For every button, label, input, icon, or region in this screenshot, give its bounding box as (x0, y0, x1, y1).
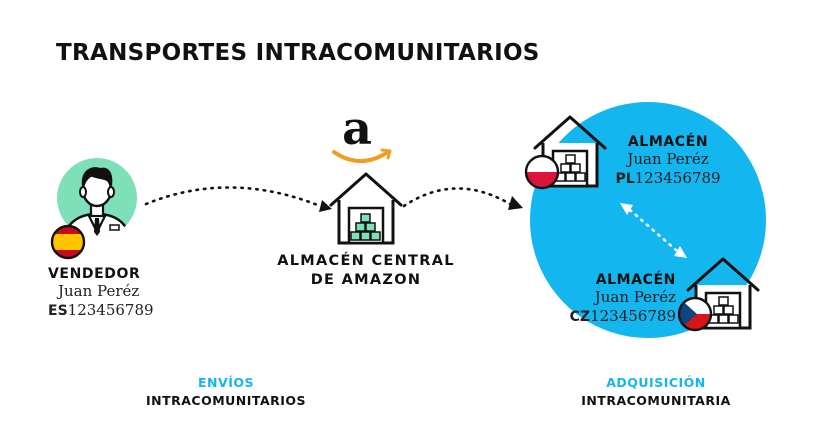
warehouse-cz-vat: CZ123456789 (560, 307, 676, 327)
footer-right-line2: INTRACOMUNITARIA (581, 393, 731, 408)
warehouse-cz-info: ALMACÉN Juan Peréz CZ123456789 (560, 272, 676, 327)
arrowhead-icon (674, 246, 687, 258)
warehouse-pl-vat-prefix: PL (615, 171, 635, 187)
warehouse-cz-role: ALMACÉN (595, 272, 676, 288)
czech-flag-icon (677, 296, 713, 332)
page-title: TRANSPORTES INTRACOMUNITARIOS (56, 40, 540, 66)
seller-vat: ES123456789 (48, 301, 158, 321)
seller-name: Juan Peréz (58, 282, 140, 300)
arrowhead-icon (319, 200, 332, 212)
svg-text:a: a (342, 101, 372, 155)
warehouse-icon (329, 172, 403, 245)
amazon-to-warehouse-arrow (402, 187, 512, 208)
seller-info: VENDEDOR Juan Peréz ES123456789 (48, 266, 158, 321)
seller-avatar-icon (57, 158, 137, 238)
footer-left-line1: ENVÍOS (198, 375, 254, 390)
seller-to-amazon-arrow (144, 186, 322, 208)
seller-role: VENDEDOR (48, 266, 141, 282)
amazon-label-line1: ALMACÉN CENTRAL (277, 253, 455, 269)
seller-vat-number: 123456789 (67, 301, 154, 319)
warehouse-pl-name: Juan Peréz (627, 150, 709, 168)
seller-vat-prefix: ES (48, 303, 68, 319)
warehouse-pl-role: ALMACÉN (627, 134, 709, 150)
warehouse-icon (686, 257, 760, 330)
arrowhead-icon (620, 203, 633, 215)
arrowhead-icon (508, 196, 523, 210)
warehouse-pl-vat: PL123456789 (608, 169, 728, 189)
warehouse-cz-vat-prefix: CZ (569, 309, 591, 325)
warehouse-pl-vat-number: 123456789 (634, 169, 721, 187)
amazon-logo-icon: a (332, 101, 392, 163)
poland-flag-icon (524, 154, 560, 190)
footer-left-line2: INTRACOMUNITARIOS (145, 393, 307, 408)
amazon-label-line2: DE AMAZON (310, 272, 422, 288)
amazon-warehouse-label: ALMACÉN CENTRAL DE AMAZON (266, 252, 466, 290)
warehouse-transfer-arrow (628, 208, 678, 252)
warehouse-pl-info: ALMACÉN Juan Peréz PL123456789 (608, 134, 728, 189)
warehouse-cz-name: Juan Peréz (594, 288, 676, 306)
footer-left-label: ENVÍOS INTRACOMUNITARIOS (136, 374, 316, 410)
footer-right-label: ADQUISICIÓN INTRACOMUNITARIA (566, 374, 746, 410)
warehouse-cz-vat-number: 123456789 (590, 307, 676, 325)
footer-right-line1: ADQUISICIÓN (606, 375, 706, 390)
spain-flag-icon (50, 224, 86, 260)
